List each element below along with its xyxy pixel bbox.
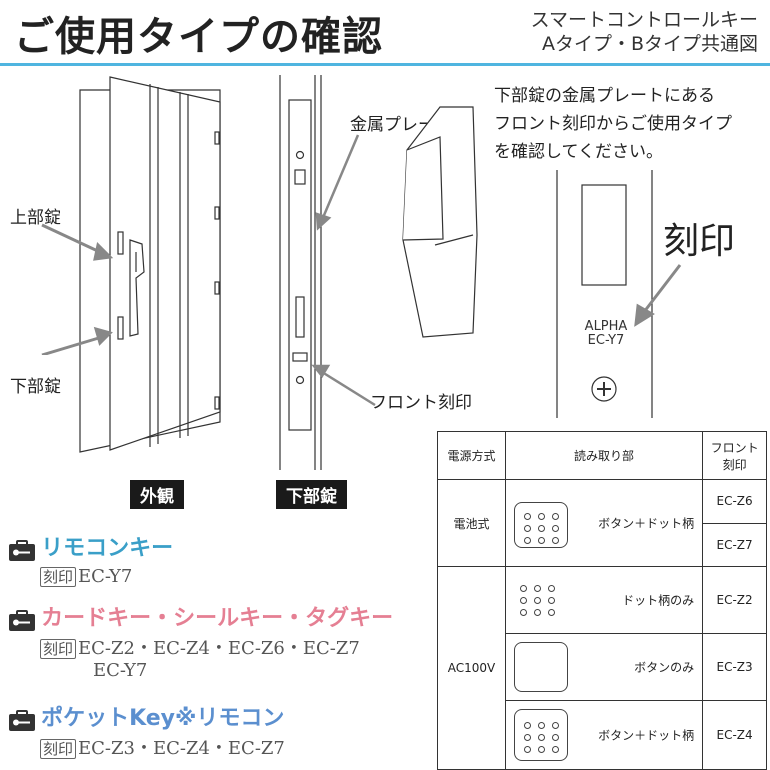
lock-pointer-arrows [41,223,114,355]
category-name: カードキー・シールキー・タグキー [41,606,394,631]
category-name: リモコンキー [41,536,174,561]
stamp-prefix: 刻印 [40,739,77,759]
subtitle-line-2: Aタイプ・Bタイプ共通図 [541,33,758,55]
header-front-line-2: 刻印 [722,457,747,472]
category-pocket-key: ポケットKey※リモコン [8,700,284,732]
upper-lock-label: 上部錠 [10,208,61,228]
front-code: EC-Z2 [702,566,767,634]
header-reader: 読み取り部 [504,431,704,480]
category-remote-key: リモコンキー [8,530,173,562]
page-subtitle: スマートコントロールキー Aタイプ・Bタイプ共通図 [531,8,758,56]
front-code: EC-Z4 [702,700,767,770]
power-ac: AC100V [437,566,506,770]
front-code: EC-Z7 [702,522,767,567]
page-title: ご使用タイプの確認 [14,14,383,60]
dot-pattern-icon [523,513,559,544]
reader-description: ドット柄のみ [622,593,695,608]
table-header-row: 電源方式 読み取り部 フロント 刻印 [437,431,767,480]
dot-pattern-icon [523,722,559,753]
button-pad-icon [513,642,568,692]
reader-cell: ドット柄のみ [504,566,704,634]
power-battery: 電池式 [437,479,506,567]
stamp-prefix: 刻印 [40,639,77,659]
table-row: 電池式 ボタン＋ドット柄 EC-Z6 [437,479,767,567]
stamp-alpha: ALPHA [584,319,628,334]
code-line-1: EC-Z3・EC-Z4・EC-Z7 [78,738,285,759]
reader-cell: ボタン＋ドット柄 [504,700,704,770]
stamp-label: 刻印 [663,221,736,262]
header-divider [0,63,770,66]
stamp-model: EC-Y7 [587,333,625,348]
front-code: EC-Z6 [702,479,767,524]
reader-description: ボタンのみ [634,660,695,675]
code-line-2: EC-Y7 [93,660,148,681]
category-card-key: カードキー・シールキー・タグキー [8,600,393,632]
key-case-icon [9,709,35,731]
stamp-prefix: 刻印 [40,567,77,587]
key-case-icon [9,539,35,561]
stamp-engraving: ALPHA EC-Y7 [578,320,634,348]
table-row: AC100V ドット柄のみ EC-Z2 [437,566,767,770]
code-line-1: EC-Z2・EC-Z4・EC-Z6・EC-Z7 [78,638,360,659]
front-code: EC-Z3 [702,633,767,701]
reader-cell: ボタンのみ [504,633,704,701]
instruction-text: 下部錠の金属プレートにある フロント刻印からご使用タイプ を確認してください。 [494,82,764,166]
table-row: EC-Z7 [438,522,767,567]
front-mark-label: フロント刻印 [370,393,472,413]
lower-lock-caption: 下部錠 [276,480,347,509]
header-front-line-1: フロント [710,440,759,455]
instruction-line-1: 下部錠の金属プレートにある [494,86,715,106]
table-row: ボタン＋ドット柄 EC-Z4 [438,700,767,770]
key-case-icon [9,609,35,631]
header-power: 電源方式 [437,431,506,480]
stamp-pointer-arrow [634,264,682,327]
category-name: ポケットKey※リモコン [41,706,285,731]
dot-pattern-icon [519,585,555,616]
instruction-line-3: を確認してください。 [494,142,663,162]
header-front-mark: フロント 刻印 [702,431,767,480]
code-line-1: EC-Y7 [78,566,133,587]
handle-illustration [402,106,478,338]
exterior-caption: 外観 [130,480,184,509]
reader-description: ボタン＋ドット柄 [598,728,695,743]
lower-lock-label: 下部錠 [10,377,61,397]
instruction-line-2: フロント刻印からご使用タイプ [494,114,732,134]
door-exterior-illustration [79,76,221,453]
stamp-closeup-illustration [556,170,653,418]
lower-lock-plate-illustration [279,75,322,470]
plate-pointer-arrows [311,134,376,407]
table-row: ボタンのみ EC-Z3 [438,633,767,701]
reader-description: ボタン＋ドット柄 [598,516,695,531]
button-pad-icon [513,502,568,548]
button-pad-icon [513,709,568,761]
type-spec-table: 電源方式 読み取り部 フロント 刻印 電池式 ボタン＋ドット柄 EC-Z6 EC… [437,431,767,770]
reader-cell: ボタン＋ドット柄 [504,479,704,567]
subtitle-line-1: スマートコントロールキー [530,9,758,31]
